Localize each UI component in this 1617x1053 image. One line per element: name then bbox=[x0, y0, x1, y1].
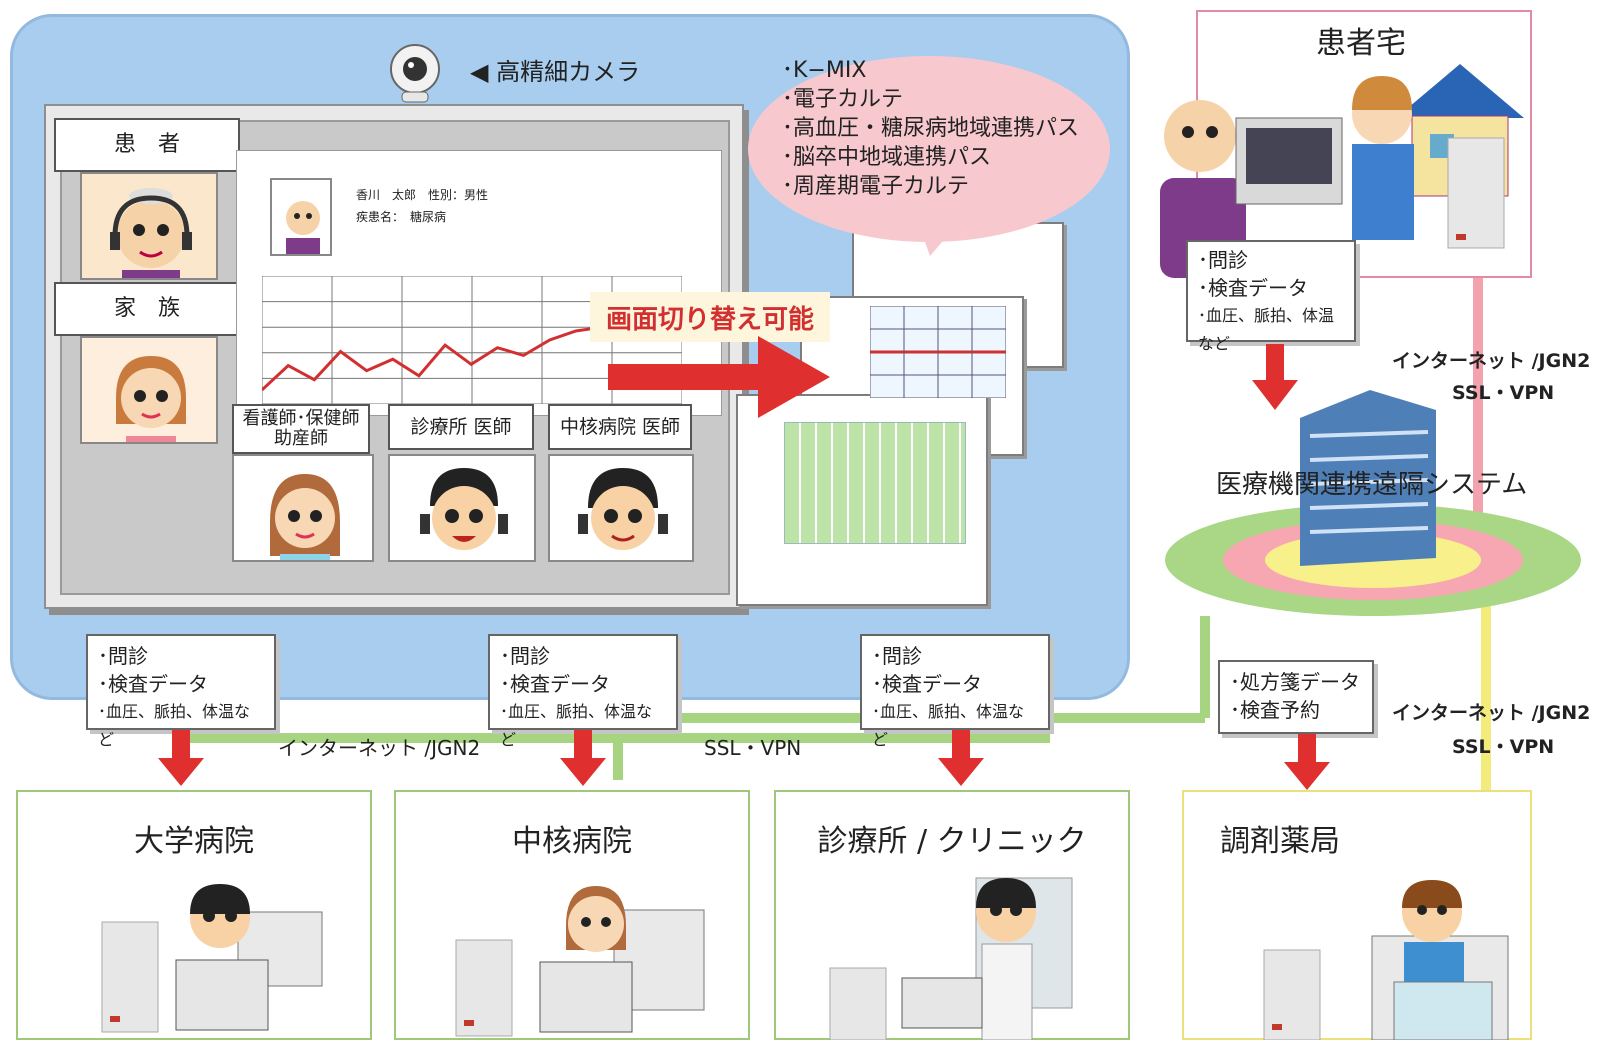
data-line3: ･血圧、脈拍、体温など bbox=[98, 702, 251, 749]
home-data-line1: ･問診 bbox=[1198, 248, 1248, 272]
camera-icon bbox=[388, 44, 442, 104]
arrow-to-core-icon bbox=[560, 730, 606, 786]
data-line1: ･問診 bbox=[872, 644, 922, 668]
core-hospital-box: 中核病院 bbox=[394, 790, 750, 1040]
core-doctor-label: 中核病院 医師 bbox=[548, 404, 692, 450]
patient-label: 患 者 bbox=[54, 118, 240, 172]
front-sheet-grid bbox=[784, 422, 966, 544]
data-line1: ･問診 bbox=[98, 644, 148, 668]
bubble-item: ･電子カルテ bbox=[782, 87, 904, 112]
clinic-doctor-label: 診療所 医師 bbox=[388, 404, 534, 450]
ssl-label-bottom: SSL・VPN bbox=[704, 736, 802, 760]
bubble-item: ･K−MIX bbox=[782, 58, 867, 83]
connected-systems-list: ･K−MIX ･電子カルテ ･高血圧・糖尿病地域連携パス ･脳卒中地域連携パス … bbox=[782, 56, 1079, 201]
record-line-2: 疾患名： 糖尿病 bbox=[356, 210, 447, 224]
data-box-university: ･問診 ･検査データ ･血圧、脈拍、体温など bbox=[86, 634, 276, 749]
data-box-clinic: ･問診 ･検査データ ･血圧、脈拍、体温など bbox=[860, 634, 1050, 749]
thumbnail-table bbox=[870, 306, 1006, 398]
pharmacy-illustration bbox=[1263, 880, 1509, 1040]
family-label: 家 族 bbox=[54, 282, 240, 336]
switch-arrow-icon bbox=[608, 336, 830, 418]
chart-series-line bbox=[262, 325, 603, 391]
ssl-label-right-bottom: SSL・VPN bbox=[1452, 736, 1555, 758]
screen-thumbnail-front bbox=[736, 394, 988, 606]
home-down-arrow-icon bbox=[1252, 344, 1298, 410]
data-box-core: ･問診 ･検査データ ･血圧、脈拍、体温など bbox=[488, 634, 678, 749]
nurse-video bbox=[232, 454, 374, 562]
data-line3: ･血圧、脈拍、体温など bbox=[500, 702, 653, 749]
network-label-bottom: インターネット /JGN2 bbox=[278, 736, 481, 760]
home-data-box: ･問診 ･検査データ ･血圧、脈拍、体温など bbox=[1186, 240, 1356, 353]
university-illustration bbox=[101, 884, 323, 1033]
network-label-right-bottom: インターネット /JGN2 bbox=[1392, 702, 1591, 724]
arrow-to-university-icon bbox=[158, 730, 204, 786]
data-line2: ･検査データ bbox=[98, 672, 208, 696]
clinic-title: 診療所 / クリニック bbox=[817, 824, 1087, 859]
record-photo bbox=[270, 178, 332, 256]
core-doctor-video bbox=[548, 454, 694, 562]
system-title: 医療機関連携遠隔システム bbox=[1216, 470, 1528, 500]
bubble-item: ･脳卒中地域連携パス bbox=[782, 145, 992, 170]
core-hospital-illustration bbox=[455, 886, 705, 1037]
data-line2: ･検査データ bbox=[872, 672, 982, 696]
switch-label: 画面切り替え可能 bbox=[590, 292, 830, 342]
camera-label: ◀ 高精細カメラ bbox=[470, 58, 641, 86]
arrow-to-pharmacy-icon bbox=[1284, 734, 1330, 790]
clinic-box: 診療所 / クリニック bbox=[774, 790, 1130, 1040]
patient-home-illustration bbox=[1160, 64, 1524, 278]
network-label-right-top: インターネット /JGN2 bbox=[1392, 350, 1591, 372]
arrow-to-clinic-icon bbox=[938, 730, 984, 786]
system-hub-icon bbox=[1165, 390, 1581, 616]
data-line2: ･検査データ bbox=[500, 672, 610, 696]
bubble-item: ･周産期電子カルテ bbox=[782, 174, 970, 199]
pharmacy-data-line1: ･処方箋データ bbox=[1230, 670, 1360, 694]
record-line-1: 香川 太郎 性別：男性 bbox=[356, 188, 489, 202]
data-line1: ･問診 bbox=[500, 644, 550, 668]
pharmacy-data-box: ･処方箋データ ･検査予約 bbox=[1218, 660, 1374, 734]
patient-home-title: 患者宅 bbox=[1316, 26, 1406, 61]
university-hospital-title: 大学病院 bbox=[134, 824, 254, 859]
pharmacy-box: 調剤薬局 bbox=[1182, 790, 1532, 1040]
system-speech-bubble bbox=[748, 56, 1110, 242]
patient-video bbox=[80, 172, 218, 280]
bubble-item: ･高血圧・糖尿病地域連携パス bbox=[782, 116, 1080, 141]
family-video bbox=[80, 336, 218, 444]
home-data-line2: ･検査データ bbox=[1198, 276, 1308, 300]
core-hospital-title: 中核病院 bbox=[512, 824, 632, 859]
ssl-label-right-top: SSL・VPN bbox=[1452, 382, 1555, 404]
home-data-line3: ･血圧、脈拍、体温など bbox=[1198, 306, 1335, 353]
bubble-tail bbox=[920, 228, 954, 256]
university-hospital-box: 大学病院 bbox=[16, 790, 372, 1040]
pharmacy-data-line2: ･検査予約 bbox=[1230, 698, 1320, 722]
clinic-doctor-video bbox=[388, 454, 536, 562]
data-line3: ･血圧、脈拍、体温など bbox=[872, 702, 1025, 749]
pharmacy-title: 調剤薬局 bbox=[1220, 824, 1340, 859]
nurse-label: 看護師･保健師 助産師 bbox=[232, 404, 370, 454]
clinic-illustration bbox=[829, 877, 1073, 1040]
